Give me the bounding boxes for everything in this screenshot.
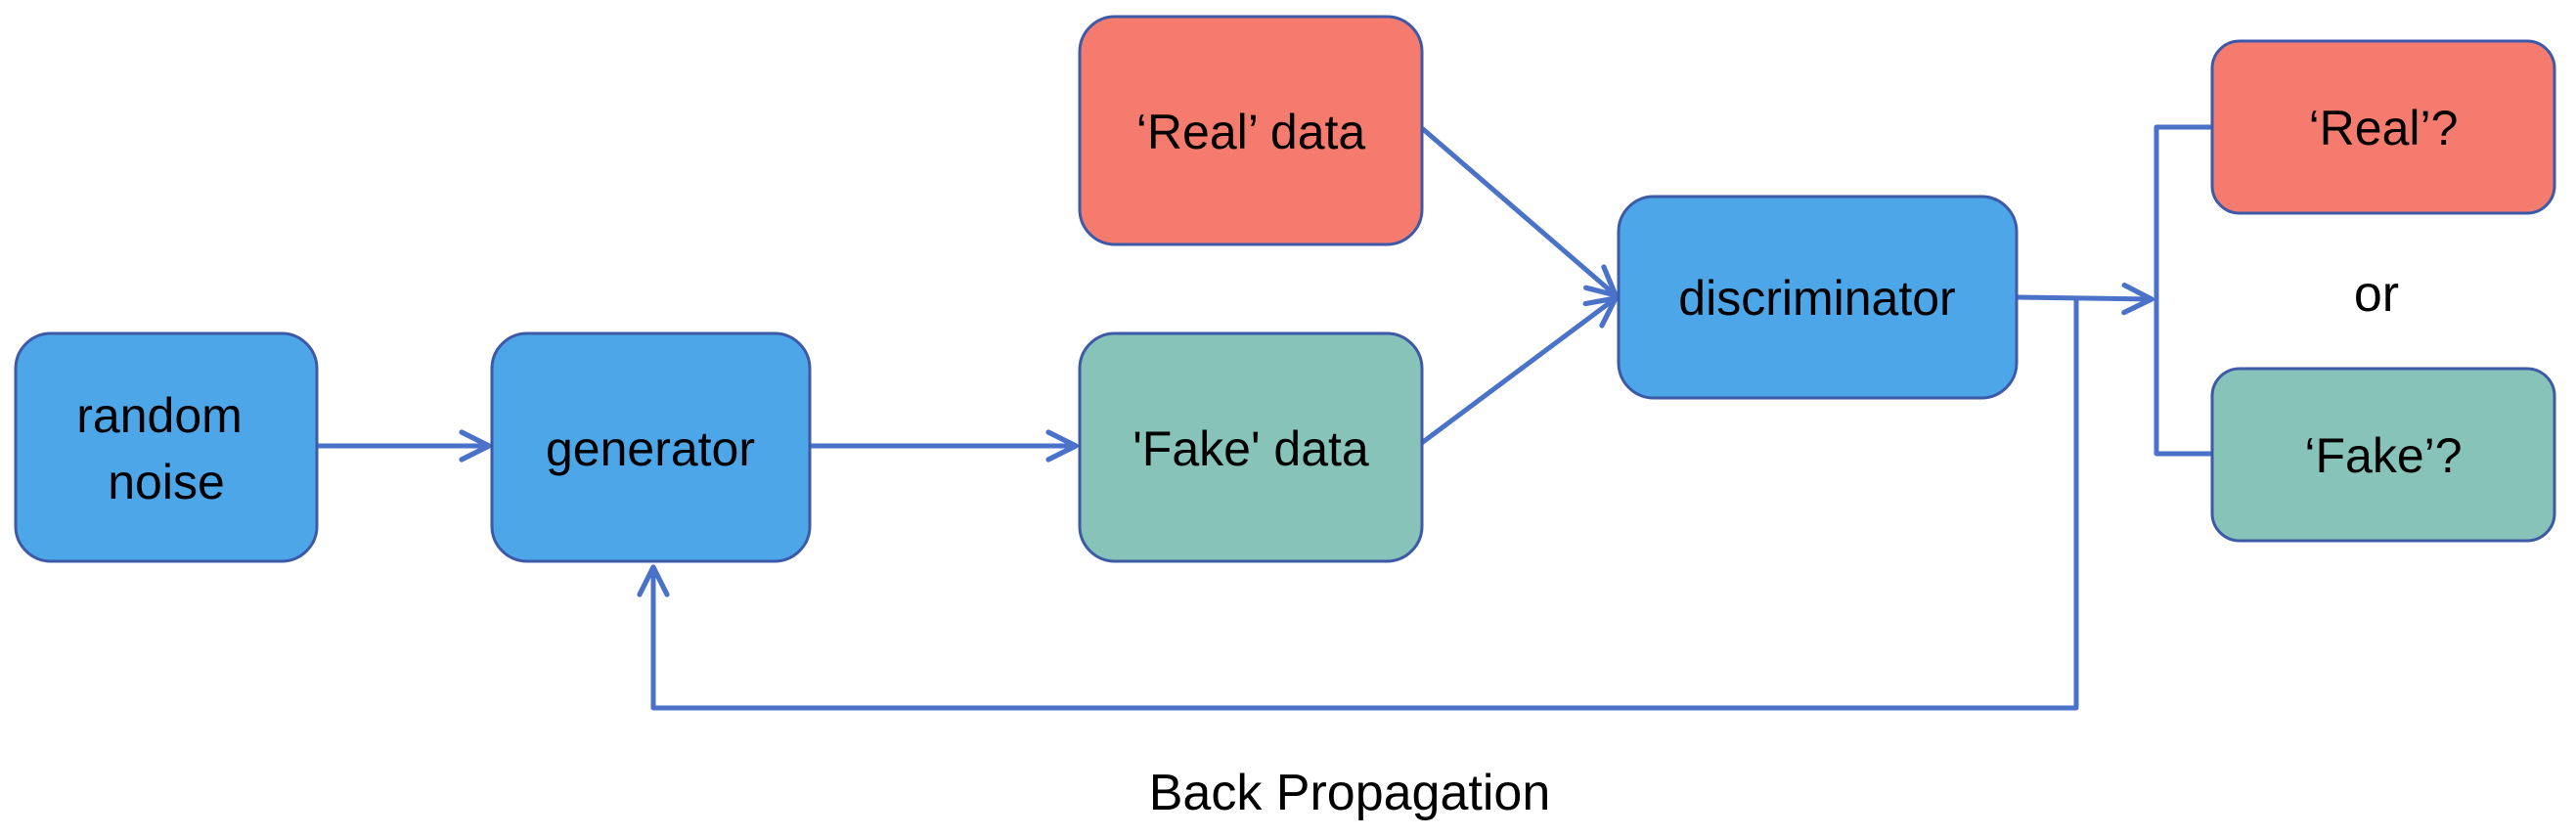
fake-data-node: 'Fake' data [1078, 331, 1424, 563]
real-data-label: ‘Real’ data [1136, 105, 1366, 159]
random-noise-line-2: noise [108, 455, 225, 509]
svg-text:random noise: random noise [76, 388, 255, 509]
real-output-node: ‘Real’? [2210, 39, 2556, 215]
back-propagation-label: Back Propagation [1149, 765, 1551, 821]
random-noise-line-1: random [76, 388, 243, 443]
discriminator-node: discriminator [1617, 195, 2019, 400]
real-data-node: ‘Real’ data [1078, 15, 1424, 246]
fake-output-label: ‘Fake’? [2304, 428, 2462, 483]
random-noise-node: random noise [14, 331, 319, 563]
generator-node: generator [490, 331, 812, 563]
generator-label: generator [546, 421, 755, 476]
edge-fake-data-to-discriminator [1420, 295, 1619, 445]
edge-back-propagation [637, 296, 2079, 711]
discriminator-label: discriminator [1678, 271, 1955, 326]
output-bracket [2154, 124, 2213, 457]
fake-output-node: ‘Fake’? [2210, 367, 2556, 543]
real-output-label: ‘Real’? [2309, 101, 2459, 155]
fake-data-label: 'Fake' data [1133, 421, 1369, 476]
or-label: or [2354, 266, 2399, 323]
edge-real-data-to-discriminator [1420, 126, 1619, 298]
edge-discriminator-to-output [2014, 282, 2154, 316]
